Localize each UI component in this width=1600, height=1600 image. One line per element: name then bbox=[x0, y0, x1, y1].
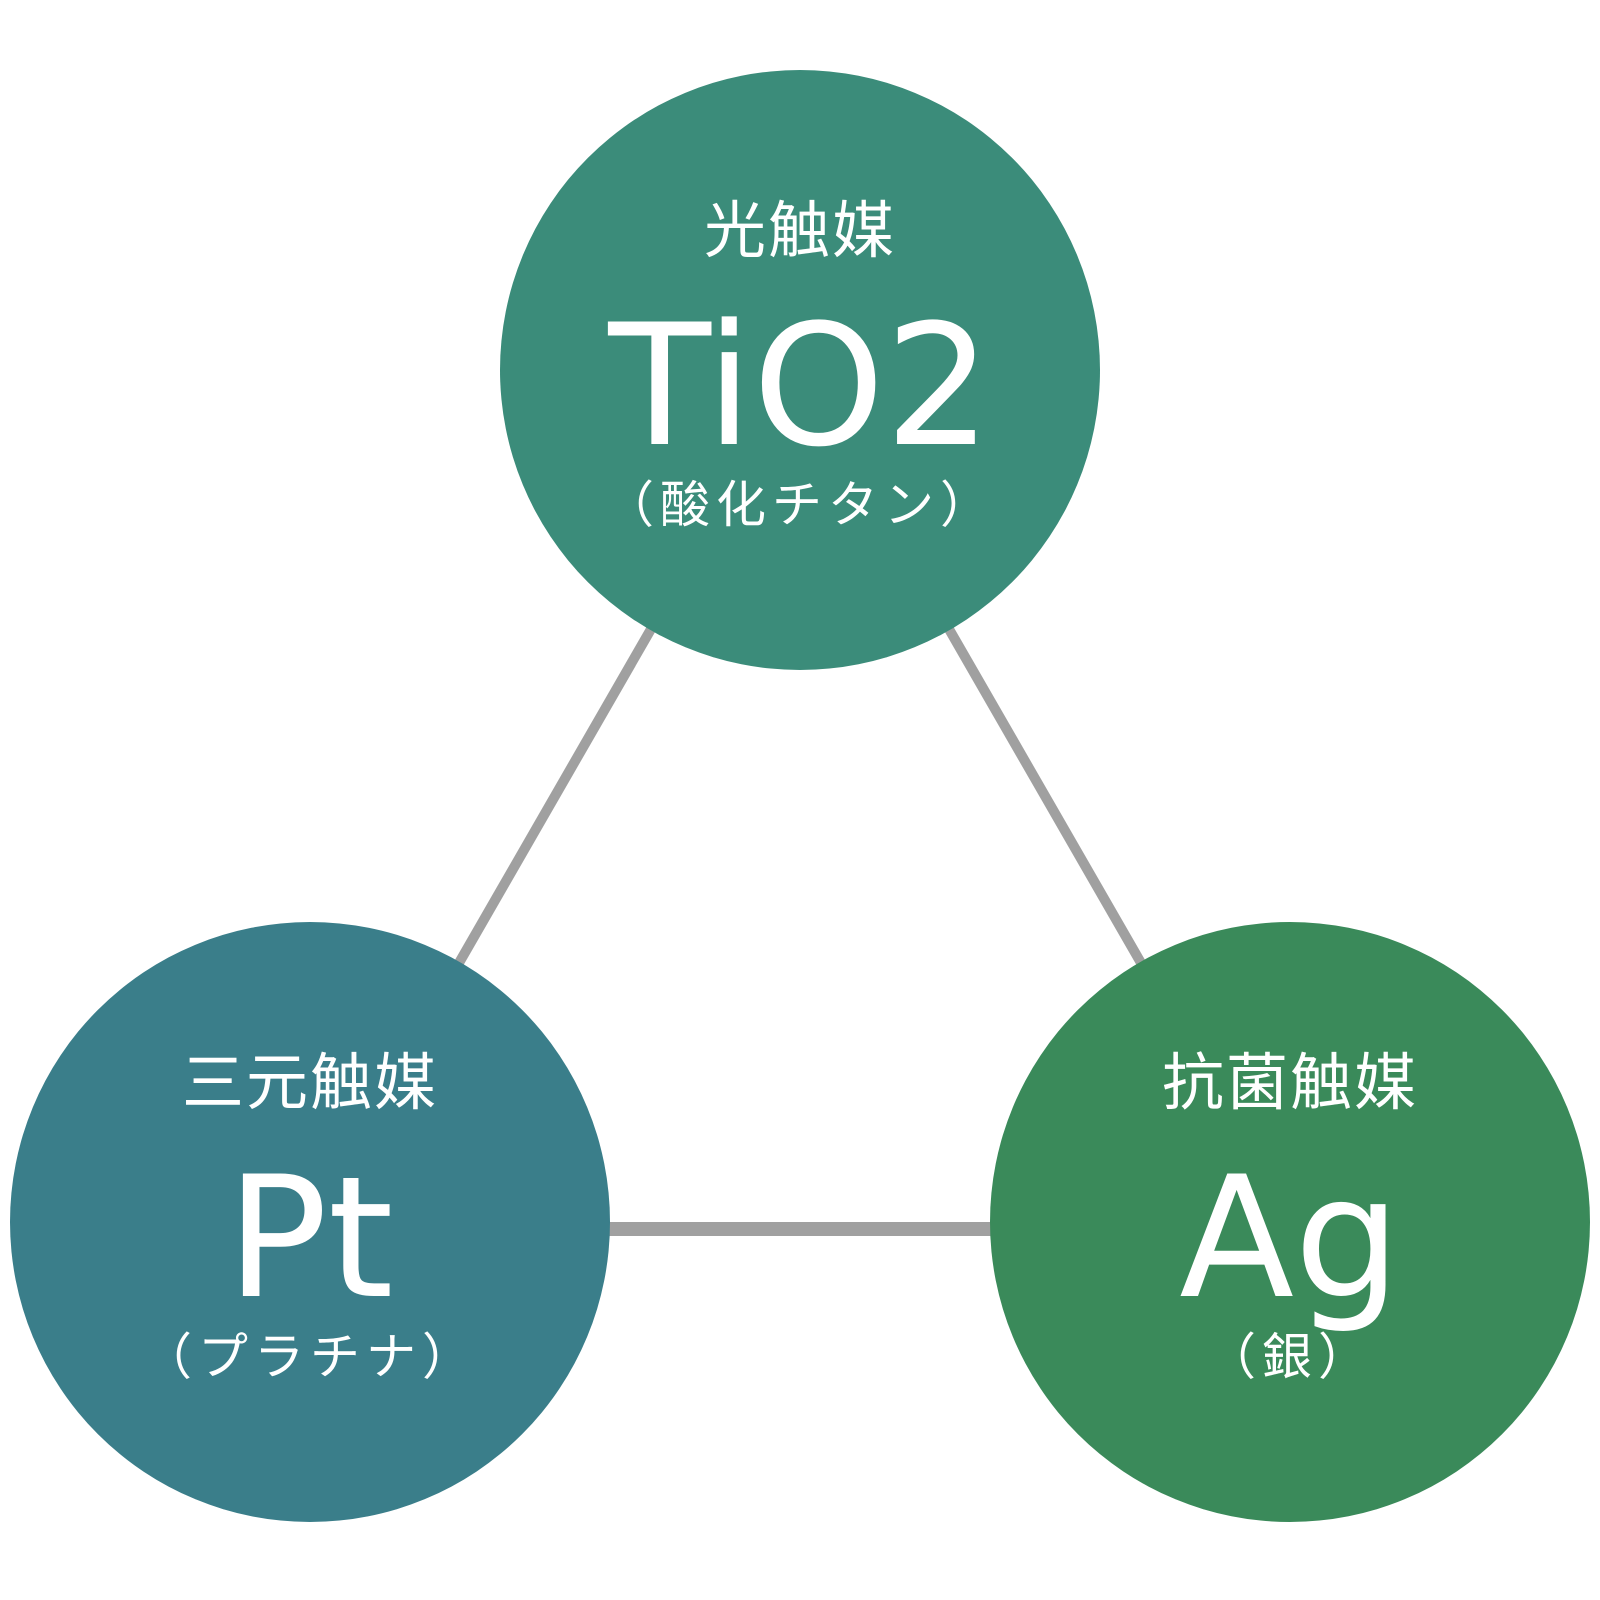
catalyst-node-silver: 抗菌触媒 Ag （銀） bbox=[990, 922, 1590, 1522]
node-category-label: 抗菌触媒 bbox=[1161, 1046, 1418, 1119]
node-substance-name: （銀） bbox=[1206, 1328, 1374, 1386]
node-symbol: Ag bbox=[1179, 1140, 1401, 1336]
node-category-label: 三元触媒 bbox=[181, 1046, 438, 1119]
catalyst-node-titanium-oxide: 光触媒 TiO2 （酸化チタン） bbox=[500, 70, 1100, 670]
catalyst-node-platinum: 三元触媒 Pt （プラチナ） bbox=[10, 922, 610, 1522]
node-substance-name: （酸化チタン） bbox=[604, 476, 996, 534]
node-substance-name: （プラチナ） bbox=[142, 1328, 478, 1386]
node-symbol: TiO2 bbox=[608, 288, 992, 484]
node-category-label: 光触媒 bbox=[703, 194, 896, 267]
node-symbol: Pt bbox=[226, 1140, 394, 1336]
